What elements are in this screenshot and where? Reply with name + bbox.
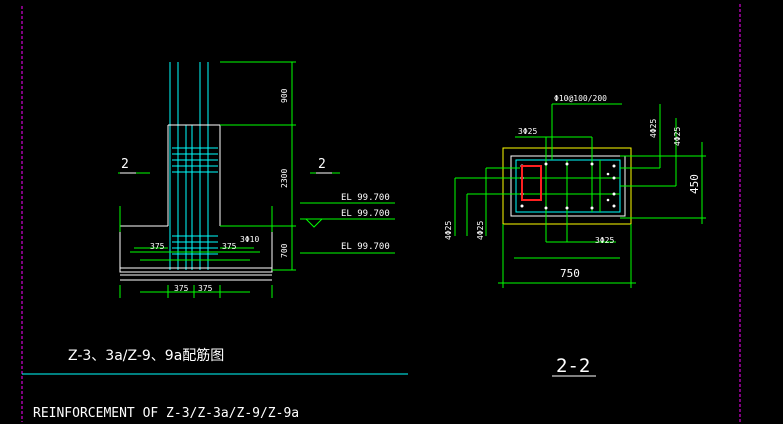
dim-width-750: 750 — [560, 267, 580, 280]
detail-title: Z-3、3a/Z-9、9a配筋图 — [68, 347, 224, 364]
stirrup-label: Φ10@100/200 — [554, 94, 607, 103]
footer-title: REINFORCEMENT OF Z-3/Z-3a/Z-9/Z-9a — [33, 406, 299, 421]
section-mark-right: 2 — [318, 157, 326, 172]
top-bar-label: 3Φ25 — [518, 127, 537, 136]
side-right-label-a: 4Φ25 — [649, 119, 658, 138]
dim-label-375-left: 375 — [150, 242, 165, 251]
dim-label-375-right: 375 — [222, 242, 237, 251]
section-title-2-2: 2-2 — [556, 355, 590, 377]
column-elevation-detail: 2 2 900 2300 700 EL 99.700 EL 99.700 EL … — [68, 61, 395, 364]
elevation-label-3: EL 99.700 — [341, 242, 390, 252]
side-left-label-b: 4Φ25 — [476, 221, 485, 240]
elevation-label-1: EL 99.700 — [341, 193, 390, 203]
dim-label-700: 700 — [280, 243, 289, 258]
bottom-bar-label: 3Φ25 — [595, 236, 614, 245]
side-left-label-a: 4Φ25 — [444, 221, 453, 240]
dim-label-375-bottom-a: 375 — [174, 284, 189, 293]
dim-label-375-bottom-b: 375 — [198, 284, 213, 293]
section-2-2-detail: Φ10@100/200 3Φ25 3Φ25 4Φ25 4Φ25 4Φ25 4Φ2… — [444, 94, 706, 377]
rebar-label-3phi10: 3Φ10 — [240, 235, 259, 244]
elevation-label-2: EL 99.700 — [341, 209, 390, 219]
selection-highlight-box[interactable] — [521, 165, 542, 201]
dim-height-450: 450 — [688, 174, 701, 194]
section-mark-left: 2 — [121, 157, 129, 172]
dim-label-2300: 2300 — [280, 169, 289, 188]
dim-label-900: 900 — [280, 88, 289, 103]
side-right-label-b: 4Φ25 — [673, 127, 682, 146]
